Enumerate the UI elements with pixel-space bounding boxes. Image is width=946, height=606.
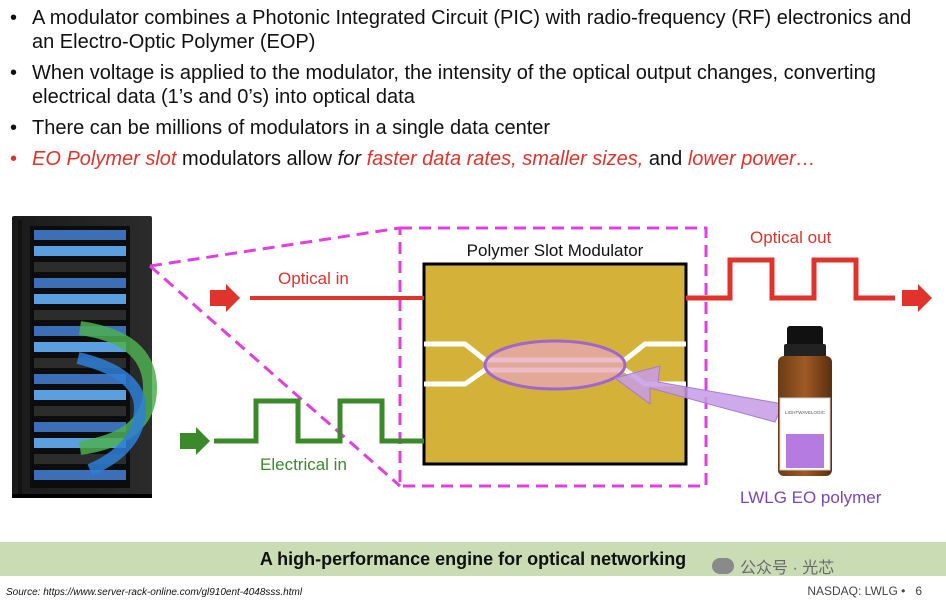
rack-unit (34, 230, 126, 240)
rack-unit (34, 262, 126, 272)
optical-out-waveform (686, 257, 932, 312)
optical-in-label: Optical in (278, 269, 349, 288)
watermark-text: 公众号 · 光芯 (740, 560, 835, 577)
rack-unit (34, 422, 126, 432)
polymer-slot-highlight (483, 339, 627, 391)
rack-unit (34, 470, 126, 480)
modulator-title: Polymer Slot Modulator (467, 241, 644, 260)
ticker: NASDAQ: LWLG • (807, 584, 906, 598)
electrical-in-label: Electrical in (260, 455, 347, 474)
bullet-3: •There can be millions of modulators in … (10, 117, 551, 139)
wechat-icon (712, 558, 734, 574)
bullet-4-for: for (337, 148, 362, 170)
page-number: 6 (915, 584, 922, 598)
rack-unit (34, 390, 126, 400)
watermark: 公众号 · 光芯 (712, 554, 834, 578)
tagline-banner: A high-performance engine for optical ne… (0, 542, 946, 576)
rack-unit (34, 246, 126, 256)
bullet-2-text: When voltage is applied to the modulator… (32, 62, 876, 108)
modulator-diagram: Optical in Optical out Electrical in Pol… (12, 216, 932, 507)
rack-unit (34, 310, 126, 320)
bullet-4: •EO Polymer slot modulators allow for fa… (10, 148, 816, 170)
bullet-4-lower-power: lower power… (687, 148, 816, 170)
bullet-1-text: A modulator combines a Photonic Integrat… (32, 7, 912, 53)
source-citation: Source: https://www.server-rack-online.c… (6, 587, 303, 598)
rack-unit (34, 406, 126, 416)
zoom-lines (149, 226, 708, 488)
bullet-4-benefits: faster data rates, smaller sizes, (366, 148, 644, 170)
bullet-1: •A modulator combines a Photonic Integra… (10, 7, 912, 53)
rack-unit (34, 342, 126, 352)
polymer-label: LWLG EO polymer (740, 488, 882, 507)
bullet-4-and: and (643, 148, 688, 170)
rack-unit (34, 374, 126, 384)
polymer-arrow (613, 365, 784, 423)
eo-polymer-bottle: LIGHTWAVELOGIC (778, 326, 832, 476)
server-rack-image (12, 216, 158, 498)
bullet-list: •A modulator combines a Photonic Integra… (10, 6, 930, 178)
optical-out-label: Optical out (750, 228, 832, 247)
rack-unit (34, 294, 126, 304)
footer: NASDAQ: LWLG • 6 (807, 584, 922, 598)
bullet-2: •When voltage is applied to the modulato… (10, 62, 876, 108)
bottle-brand-text: LIGHTWAVELOGIC (785, 410, 826, 415)
electrical-in-waveform (180, 398, 424, 455)
banner-text: A high-performance engine for optical ne… (259, 548, 687, 569)
rack-unit (34, 454, 126, 464)
bullet-4-plain-1: modulators allow (176, 148, 338, 170)
optical-in-arrow (210, 284, 424, 312)
eo-polymer-slot-text: EO Polymer slot (32, 148, 177, 170)
bullet-3-text: There can be millions of modulators in a… (32, 117, 551, 139)
rack-unit (34, 278, 126, 288)
